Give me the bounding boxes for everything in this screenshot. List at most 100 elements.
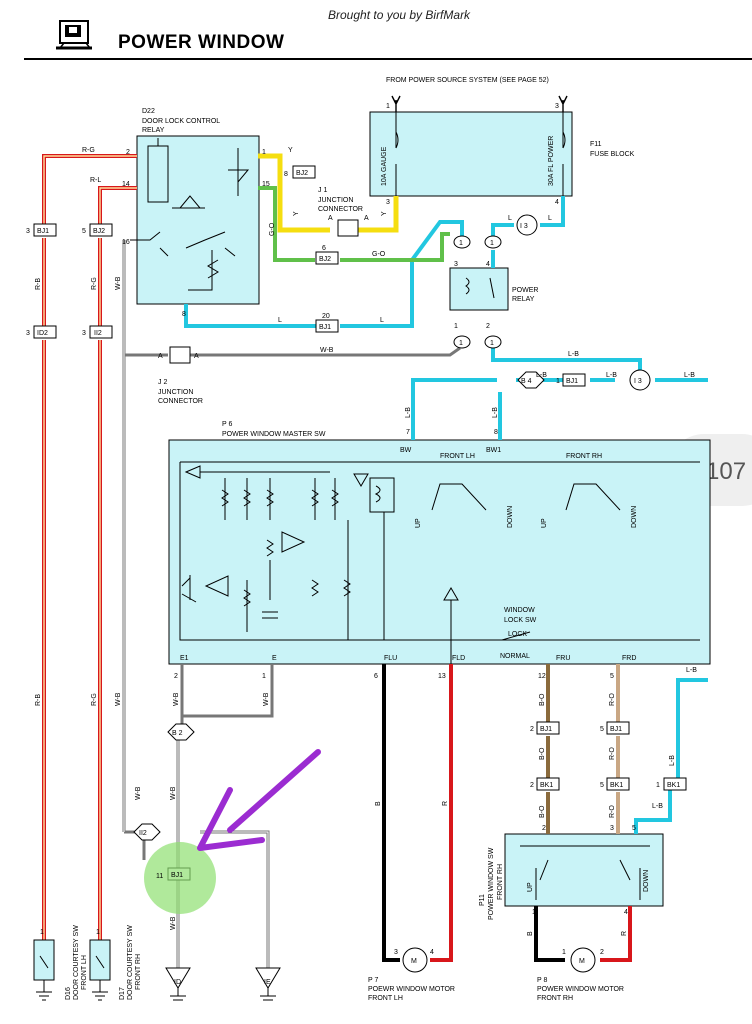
svg-text:DOOR LOCK CONTROL: DOOR LOCK CONTROL: [142, 118, 220, 125]
svg-text:5: 5: [600, 782, 604, 789]
svg-text:L-B: L-B: [568, 351, 579, 358]
svg-text:12: 12: [538, 673, 546, 680]
svg-text:R-O: R-O: [609, 805, 616, 818]
svg-text:Y: Y: [293, 211, 300, 216]
svg-text:G-O: G-O: [372, 251, 386, 258]
svg-text:RELAY: RELAY: [512, 296, 535, 303]
svg-text:1: 1: [556, 378, 560, 385]
svg-text:L-B: L-B: [652, 803, 663, 810]
svg-text:JUNCTION: JUNCTION: [318, 197, 353, 204]
svg-text:G-O: G-O: [269, 222, 276, 236]
svg-text:5: 5: [632, 825, 636, 832]
svg-text:1: 1: [459, 340, 463, 347]
svg-text:6: 6: [374, 673, 378, 680]
f11-fuse-block-box: [369, 111, 573, 197]
svg-text:R-G: R-G: [82, 147, 95, 154]
svg-text:IE: IE: [264, 979, 271, 986]
p6-master-switch-box: [168, 439, 711, 665]
page-title: POWER WINDOW: [118, 32, 285, 53]
svg-text:3: 3: [82, 330, 86, 337]
svg-text:WINDOW: WINDOW: [504, 607, 535, 614]
svg-text:15: 15: [262, 181, 270, 188]
svg-text:10A GAUGE: 10A GAUGE: [381, 146, 388, 186]
svg-text:1: 1: [532, 909, 536, 916]
svg-text:R-G: R-G: [91, 277, 98, 290]
p8-motor-icon: [570, 947, 596, 973]
svg-text:BJ2: BJ2: [93, 228, 105, 235]
wire-y: [258, 153, 399, 233]
svg-text:8: 8: [182, 311, 186, 318]
svg-text:1: 1: [386, 103, 390, 110]
svg-text:DOWN: DOWN: [643, 870, 650, 892]
svg-text:RELAY: RELAY: [142, 127, 165, 134]
svg-text:DOOR COURTESY SW: DOOR COURTESY SW: [73, 925, 80, 1000]
svg-text:B-O: B-O: [539, 747, 546, 760]
svg-text:4: 4: [555, 199, 559, 206]
svg-text:L-B: L-B: [536, 372, 547, 379]
svg-text:E: E: [272, 655, 277, 662]
svg-text:3: 3: [610, 825, 614, 832]
svg-text:LOCK SW: LOCK SW: [504, 617, 537, 624]
svg-text:M: M: [579, 958, 585, 965]
wire-r: [430, 664, 632, 962]
svg-text:R: R: [442, 801, 449, 806]
annotated-bj1-connector: BJ1: [171, 872, 183, 879]
svg-text:BJ1: BJ1: [610, 726, 622, 733]
svg-text:JUNCTION: JUNCTION: [158, 389, 193, 396]
svg-text:BJ2: BJ2: [319, 256, 331, 263]
svg-text:B: B: [375, 801, 382, 806]
svg-text:FRONT RH: FRONT RH: [566, 453, 602, 460]
window-switch-logo-icon: [56, 18, 96, 57]
svg-text:L: L: [380, 317, 384, 324]
svg-text:FRONT LH: FRONT LH: [440, 453, 475, 460]
svg-text:DOWN: DOWN: [507, 506, 514, 528]
svg-text:3: 3: [386, 199, 390, 206]
svg-text:FRONT RH: FRONT RH: [497, 864, 504, 900]
svg-text:R-L: R-L: [90, 177, 101, 184]
svg-text:L-B: L-B: [405, 407, 412, 418]
svg-text:R-B: R-B: [35, 694, 42, 706]
svg-text:3: 3: [394, 949, 398, 956]
highlight-circle: [144, 842, 216, 914]
svg-text:3: 3: [26, 228, 30, 235]
svg-text:ID2: ID2: [37, 330, 48, 337]
svg-text:2: 2: [542, 825, 546, 832]
svg-text:R-G: R-G: [91, 693, 98, 706]
svg-text:20: 20: [322, 313, 330, 320]
svg-text:B-O: B-O: [539, 805, 546, 818]
svg-text:NORMAL: NORMAL: [500, 653, 530, 660]
svg-text:BK1: BK1: [667, 782, 680, 789]
pin-numbers: 1 3 3 4 2 14 16 1 15 8 8 6 20 3 5 3 3 3 …: [26, 103, 660, 956]
svg-text:ID: ID: [174, 979, 181, 986]
svg-text:A: A: [364, 215, 369, 222]
svg-text:2: 2: [600, 949, 604, 956]
svg-text:FLD: FLD: [452, 655, 465, 662]
d22-internal-circuit: [157, 138, 250, 209]
svg-text:W-B: W-B: [115, 692, 122, 706]
svg-text:A: A: [194, 353, 199, 360]
svg-text:W-B: W-B: [320, 347, 334, 354]
svg-text:FLU: FLU: [384, 655, 397, 662]
svg-text:CONNECTOR: CONNECTOR: [158, 398, 203, 405]
svg-text:3: 3: [555, 103, 559, 110]
svg-text:1: 1: [40, 929, 44, 936]
svg-text:R-O: R-O: [609, 747, 616, 760]
svg-text:2: 2: [486, 323, 490, 330]
svg-text:L-B: L-B: [686, 667, 697, 674]
svg-text:L: L: [508, 215, 512, 222]
svg-text:FRONT RH: FRONT RH: [537, 995, 573, 1002]
svg-text:L-B: L-B: [684, 372, 695, 379]
svg-text:B: B: [527, 931, 534, 936]
svg-text:11: 11: [156, 873, 163, 880]
svg-text:L: L: [548, 215, 552, 222]
svg-text:A: A: [328, 215, 333, 222]
svg-text:W-B: W-B: [135, 786, 142, 800]
p11-rh-switch-box: [504, 833, 664, 907]
svg-text:1: 1: [459, 240, 463, 247]
svg-text:BK1: BK1: [540, 782, 553, 789]
svg-text:FUSE BLOCK: FUSE BLOCK: [590, 151, 635, 158]
svg-text:FRU: FRU: [556, 655, 570, 662]
svg-text:BJ1: BJ1: [566, 378, 578, 385]
title-divider: [24, 58, 752, 60]
svg-text:UP: UP: [541, 518, 548, 528]
